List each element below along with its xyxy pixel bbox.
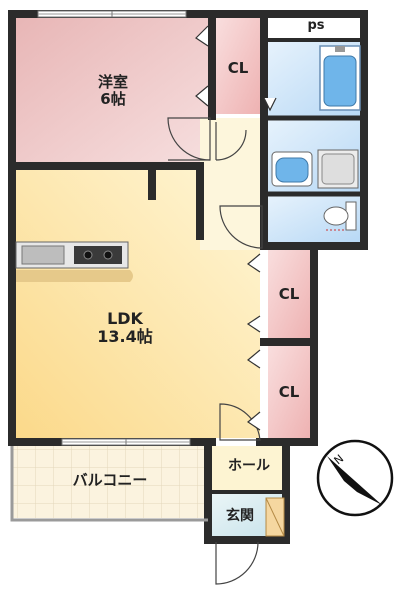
closet-top-label: CL (227, 59, 249, 77)
ldk-name: LDK (107, 309, 143, 328)
corridor-floor (200, 118, 264, 250)
ldk-size: 13.4帖 (97, 327, 153, 347)
compass: N (316, 439, 394, 517)
partition-stub-2 (196, 166, 204, 240)
ps-floor (268, 18, 364, 40)
wash-basin (271, 151, 313, 187)
closet-mid-floor (268, 250, 310, 338)
balcony-railing (10, 446, 208, 522)
hall-floor (212, 446, 282, 490)
western-room-floor (16, 18, 208, 162)
washing-machine-space (317, 149, 359, 189)
closet-mid-label: CL (278, 285, 300, 303)
partition-stub-1 (148, 166, 156, 200)
balcony-label: バルコニー (72, 471, 148, 489)
entrance-partition (208, 490, 286, 494)
western-room-name: 洋室 (97, 73, 128, 91)
toilet (323, 201, 357, 231)
ldk-label: LDK 13.4帖 (80, 309, 170, 347)
window-balcony (61, 438, 191, 446)
bathtub (319, 45, 361, 111)
closet-top-floor (216, 18, 260, 114)
ps-label: ps (307, 18, 325, 33)
balcony-floor (12, 446, 208, 518)
hall-label: ホール (228, 458, 270, 474)
western-room-size: 6帖 (100, 90, 126, 109)
kitchen-counter (15, 241, 133, 282)
closet-low-floor (268, 346, 310, 438)
western-room-label: 洋室 6帖 (78, 73, 148, 109)
closet-low-label: CL (278, 383, 300, 401)
closet-door-marks (195, 25, 277, 431)
window-top (37, 10, 187, 18)
doors (167, 117, 263, 585)
entrance-label: 玄関 (226, 508, 254, 524)
shoe-cabinet (265, 497, 285, 537)
